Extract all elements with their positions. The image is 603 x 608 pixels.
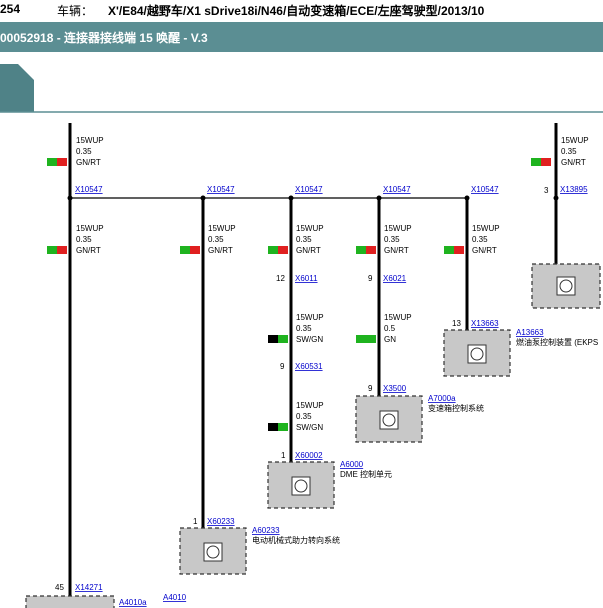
component-description: 变速箱控制系统 (428, 403, 484, 413)
wire-size: 0.35 (76, 235, 92, 244)
wire-size: 0.35 (296, 412, 312, 421)
connector-link-x10547[interactable]: X10547 (75, 185, 103, 194)
page-title: 00052918 - 连接器接线端 15 唤醒 - V.3 (0, 31, 208, 45)
component-description: 燃油泵控制装置 (EKPS (516, 337, 598, 347)
wire-color: GN/RT (472, 246, 497, 255)
vehicle-header-bar: 254 车辆： X'/E84/越野车/X1 sDrive18i/N46/自动变速… (0, 0, 603, 22)
wire-size: 0.35 (472, 235, 488, 244)
wire-color-gn-icon (356, 335, 376, 343)
pin-number: 1 (193, 517, 198, 526)
wire-color: GN/RT (76, 158, 101, 167)
component-description: DME 控制单元 (340, 469, 392, 479)
pin-number: 9 (368, 384, 373, 393)
wire-size: 0.35 (208, 235, 224, 244)
wire-size: 0.35 (561, 147, 577, 156)
pin-number: 9 (368, 274, 373, 283)
component-link-a7000a[interactable]: A7000a (428, 394, 456, 403)
wire-color: GN/RT (76, 246, 101, 255)
connector-link-x14271[interactable]: X14271 (75, 583, 103, 592)
wiring-diagram: 15WUP 0.35 GN/RT 15WUP 0.35 GN/RT 15WUP … (0, 64, 603, 608)
vehicle-label: 车辆： (57, 4, 94, 18)
wire-size: 0.35 (384, 235, 400, 244)
wire-color: SW/GN (296, 423, 323, 432)
wire-color: GN/RT (296, 246, 321, 255)
pin-number: 9 (280, 362, 285, 371)
connector-link-x6011[interactable]: X6011 (295, 274, 318, 283)
wire-name: 15WUP (561, 136, 589, 145)
wire-size: 0.5 (384, 324, 396, 333)
connector-link-x10547[interactable]: X10547 (207, 185, 235, 194)
wire-name: 15WUP (384, 313, 412, 322)
pin-number: 12 (276, 274, 285, 283)
connector-link-x13663[interactable]: X13663 (471, 319, 499, 328)
wire-color: GN (384, 335, 396, 344)
document-number: 254 (0, 2, 21, 16)
wire-name: 15WUP (76, 136, 104, 145)
wire-size: 0.35 (76, 147, 92, 156)
component-description: 电动机械式助力转向系统 (252, 535, 340, 545)
pin-number: 13 (452, 319, 461, 328)
connector-link-x10547[interactable]: X10547 (295, 185, 323, 194)
pin-number: 45 (55, 583, 64, 592)
title-bar: 00052918 - 连接器接线端 15 唤醒 - V.3 (0, 22, 603, 52)
wire-color-gnrt-icon (47, 158, 551, 254)
wire-size: 0.35 (296, 324, 312, 333)
control-unit-icon (203, 276, 576, 562)
wire-name: 15WUP (76, 224, 104, 233)
connector-link-x6021[interactable]: X6021 (383, 274, 407, 283)
wire-color: SW/GN (296, 335, 323, 344)
connector-link-x13895[interactable]: X13895 (560, 185, 588, 194)
vehicle-value: X'/E84/越野车/X1 sDrive18i/N46/自动变速箱/ECE/左座… (108, 4, 485, 18)
component-link-a4010[interactable]: A4010 (163, 593, 187, 602)
pin-number: 1 (281, 451, 286, 460)
wire-name: 15WUP (296, 313, 324, 322)
wire-name: 15WUP (296, 224, 324, 233)
wire-name: 15WUP (208, 224, 236, 233)
junction-dots (67, 195, 559, 201)
wire-color-swgn-icon (268, 335, 288, 431)
component-link-a6000[interactable]: A6000 (340, 460, 364, 469)
wire-lines (68, 123, 558, 608)
component-link-a13663[interactable]: A13663 (516, 328, 544, 337)
connector-link-x60531[interactable]: X60531 (295, 362, 323, 371)
wire-color: GN/RT (561, 158, 586, 167)
component-link-a4010a[interactable]: A4010a (119, 598, 147, 607)
connector-link-x60233[interactable]: X60233 (207, 517, 235, 526)
wire-color: GN/RT (208, 246, 233, 255)
wire-size: 0.35 (296, 235, 312, 244)
connector-link-x3500[interactable]: X3500 (383, 384, 407, 393)
section-tab (0, 64, 34, 112)
wire-name: 15WUP (472, 224, 500, 233)
wire-name: 15WUP (384, 224, 412, 233)
connector-link-x10547[interactable]: X10547 (471, 185, 499, 194)
connector-link-x10547[interactable]: X10547 (383, 185, 411, 194)
component-link-a60233[interactable]: A60233 (252, 526, 280, 535)
connector-link-x60002[interactable]: X60002 (295, 451, 323, 460)
pin-number: 3 (544, 186, 549, 195)
wire-name: 15WUP (296, 401, 324, 410)
wire-color: GN/RT (384, 246, 409, 255)
